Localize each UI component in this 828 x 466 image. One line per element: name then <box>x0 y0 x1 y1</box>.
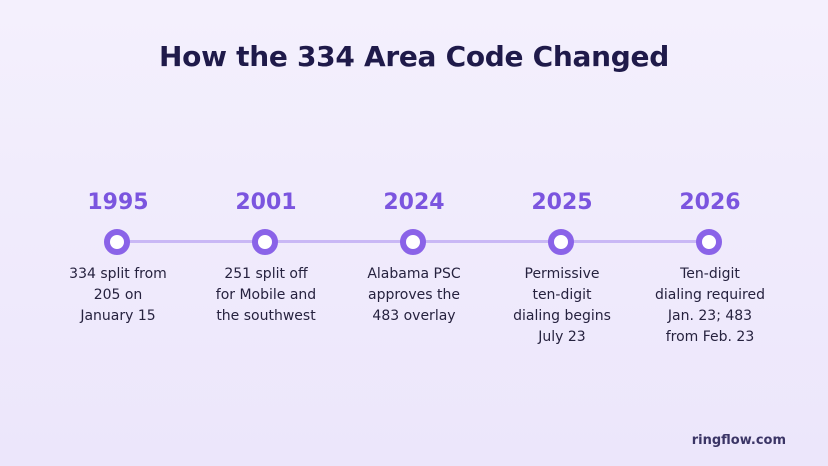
event-description-line: 334 split from <box>69 266 167 282</box>
event-description-line: ten-digit <box>532 287 592 303</box>
event-year: 2001 <box>235 190 297 215</box>
event-description-line: Jan. 23; 483 <box>667 308 753 324</box>
event-description: 334 split from 205 on January 15 <box>43 264 193 327</box>
event-description-line: 483 overlay <box>372 308 456 324</box>
event-description-line: for Mobile and <box>215 287 317 303</box>
event-description-line: dialing required <box>654 287 765 303</box>
event-description-line: 205 on <box>93 287 143 303</box>
event-description: Permissive ten-digit dialing begins July… <box>487 264 637 348</box>
event-year: 2024 <box>383 190 445 215</box>
event-year: 1995 <box>87 190 149 215</box>
timeline-marker-icon <box>548 229 574 255</box>
timeline-marker-icon <box>696 229 722 255</box>
timeline-marker-icon <box>104 229 130 255</box>
event-description-line: the southwest <box>216 308 316 324</box>
event-description-line: Ten-digit <box>680 266 740 282</box>
event-year: 2026 <box>679 190 741 215</box>
page-title: How the 334 Area Code Changed <box>159 40 669 73</box>
event-description-line: Permissive <box>524 266 600 282</box>
event-description-line: Alabama PSC <box>367 266 461 282</box>
brand-link[interactable]: ringflow.com <box>691 433 786 448</box>
timeline-marker-icon <box>252 229 278 255</box>
event-year: 2025 <box>531 190 593 215</box>
event-description: Ten-digit dialing required Jan. 23; 483 … <box>635 264 785 348</box>
event-description-line: approves the <box>368 287 460 303</box>
event-description: 251 split off for Mobile and the southwe… <box>191 264 341 327</box>
event-description: Alabama PSC approves the 483 overlay <box>339 264 489 327</box>
event-description-line: from Feb. 23 <box>665 329 755 345</box>
event-description-line: July 23 <box>538 329 586 345</box>
event-description-line: 251 split off <box>224 266 308 282</box>
event-description-line: dialing begins <box>513 308 611 324</box>
timeline-marker-icon <box>400 229 426 255</box>
event-description-line: January 15 <box>80 308 156 324</box>
